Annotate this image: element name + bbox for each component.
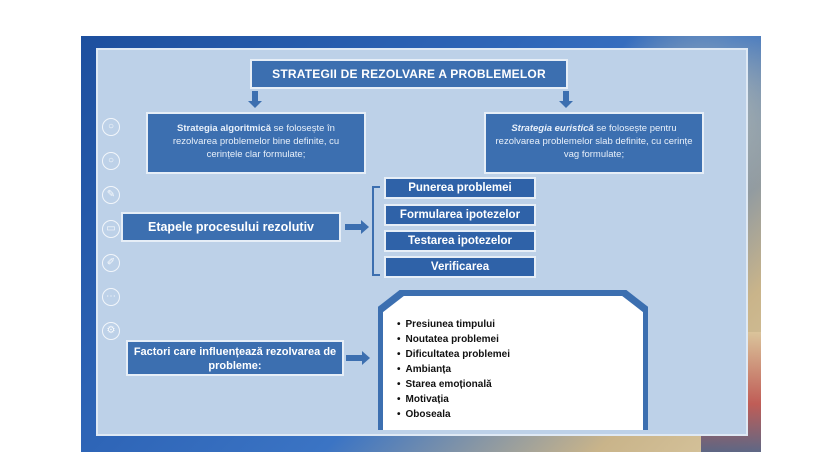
algorithmic-strategy-box: Strategia algoritmică se folosește în re… bbox=[146, 112, 366, 174]
factors-list: Presiunea timpului Noutatea problemei Di… bbox=[397, 317, 510, 422]
heuristic-strategy-text: se folosește pentru rezolvarea problemel… bbox=[495, 123, 693, 160]
heuristic-strategy-term: Strategia euristică bbox=[511, 123, 594, 134]
edit-icon[interactable]: ✐ bbox=[102, 254, 120, 272]
stages-bracket bbox=[372, 186, 380, 276]
settings-icon[interactable]: ⚙ bbox=[102, 322, 120, 340]
arrow-down-right bbox=[559, 91, 573, 108]
list-item: Motivația bbox=[397, 392, 510, 407]
step-3: Testarea ipotezelor bbox=[384, 230, 536, 252]
list-item: Noutatea problemei bbox=[397, 332, 510, 347]
arrow-right-factors bbox=[346, 351, 370, 365]
heuristic-strategy-box: Strategia euristică se folosește pentru … bbox=[484, 112, 704, 174]
step-4: Verificarea bbox=[384, 256, 536, 278]
algorithmic-strategy-text: se folosește în rezolvarea problemelor b… bbox=[172, 123, 340, 160]
algorithmic-strategy-term: Strategia algoritmică bbox=[177, 123, 272, 134]
factors-label: Factori care influențează rezolvarea de … bbox=[126, 340, 344, 376]
list-item: Starea emoțională bbox=[397, 377, 510, 392]
arrow-right-stages bbox=[345, 220, 369, 234]
list-item: Oboseala bbox=[397, 407, 510, 422]
square-icon[interactable]: ▭ bbox=[102, 220, 120, 238]
diagram-title: STRATEGII DE REZOLVARE A PROBLEMELOR bbox=[250, 59, 568, 89]
stages-label: Etapele procesului rezolutiv bbox=[121, 212, 341, 242]
circle-icon[interactable]: ○ bbox=[102, 152, 120, 170]
more-icon[interactable]: ⋯ bbox=[102, 288, 120, 306]
step-1: Punerea problemei bbox=[384, 177, 536, 199]
list-item: Ambianța bbox=[397, 362, 510, 377]
pen-icon[interactable]: ✎ bbox=[102, 186, 120, 204]
list-item: Dificultatea problemei bbox=[397, 347, 510, 362]
step-2: Formularea ipotezelor bbox=[384, 204, 536, 226]
circle-icon[interactable]: ○ bbox=[102, 118, 120, 136]
list-item: Presiunea timpului bbox=[397, 317, 510, 332]
arrow-down-left bbox=[248, 91, 262, 108]
